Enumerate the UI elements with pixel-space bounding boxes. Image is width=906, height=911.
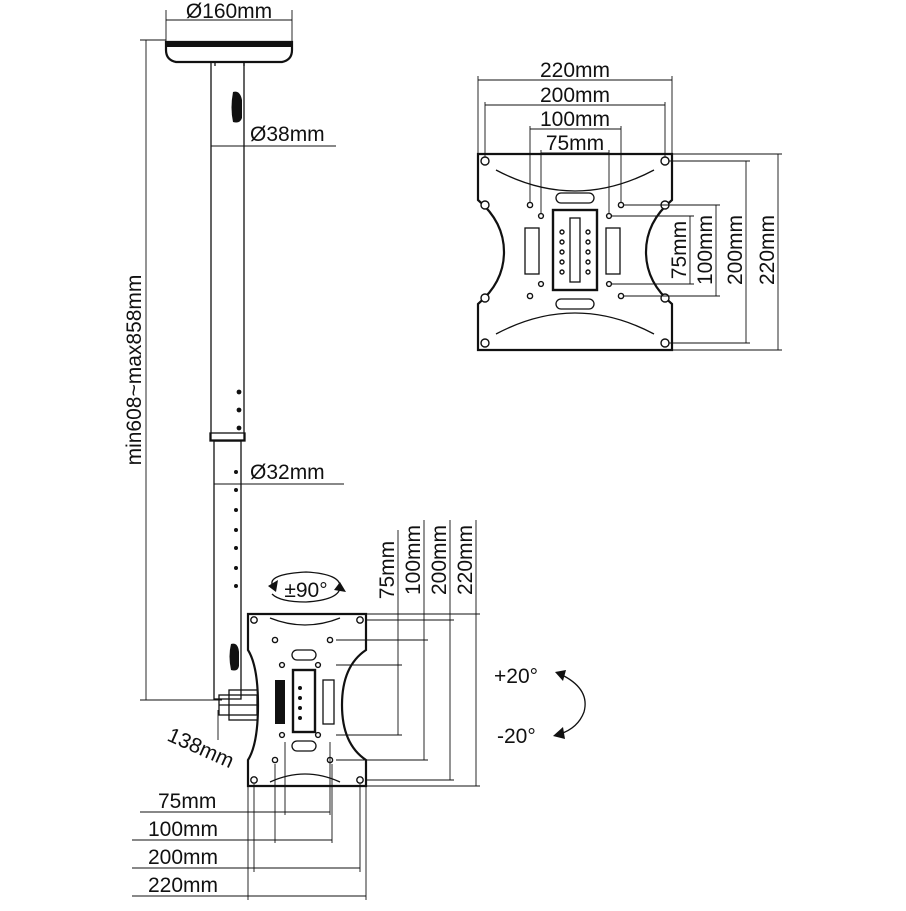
label-height-range: min608~max858mm: [123, 275, 146, 466]
label-arm-offset: 138mm: [164, 724, 237, 773]
label-tilt-down: -20°: [497, 725, 536, 748]
label-side-v-200: 200mm: [724, 215, 747, 285]
label-lower-tube-diameter: Ø32mm: [250, 461, 325, 484]
side-plate-vertical-dimensions: 75mm 100mm 200mm 220mm: [612, 153, 782, 351]
ceiling-base-plate: [164, 40, 294, 66]
label-side-h-75: 75mm: [546, 132, 604, 155]
upper-tube: [209, 61, 246, 442]
label-side-h-200: 200mm: [540, 84, 610, 107]
label-side-v-220: 220mm: [756, 215, 779, 285]
label-side-v-75: 75mm: [668, 221, 691, 279]
label-front-v-75: 75mm: [376, 541, 399, 599]
side-plate-horizontal-dimensions: 220mm 200mm 100mm 75mm: [477, 59, 673, 213]
label-front-v-200: 200mm: [428, 525, 451, 595]
side-plate: [476, 152, 674, 352]
label-base-diameter: Ø160mm: [186, 0, 272, 23]
label-tilt-up: +20°: [494, 665, 538, 688]
label-front-h-220: 220mm: [148, 874, 218, 897]
front-plate-horizontal-dimensions: 75mm 100mm 200mm 220mm: [132, 742, 367, 900]
label-swivel: ±90°: [284, 579, 327, 602]
swivel-indicator: ±90°: [268, 571, 346, 603]
ceiling-pole: [164, 40, 294, 721]
label-upper-tube-diameter: Ø38mm: [250, 123, 325, 146]
tilt-indicator: +20° -20°: [494, 665, 586, 748]
arm-joint: [218, 689, 260, 721]
label-front-v-100: 100mm: [402, 525, 425, 595]
label-side-h-100: 100mm: [540, 108, 610, 131]
lower-tube: [213, 440, 242, 700]
label-side-v-100: 100mm: [694, 215, 717, 285]
label-front-v-220: 220mm: [454, 525, 477, 595]
label-side-h-220: 220mm: [540, 59, 610, 82]
label-front-h-100: 100mm: [148, 818, 218, 841]
front-plate-vertical-dimensions: 75mm 100mm 200mm 220mm: [336, 520, 480, 787]
label-front-h-200: 200mm: [148, 846, 218, 869]
label-front-h-75: 75mm: [158, 790, 216, 813]
